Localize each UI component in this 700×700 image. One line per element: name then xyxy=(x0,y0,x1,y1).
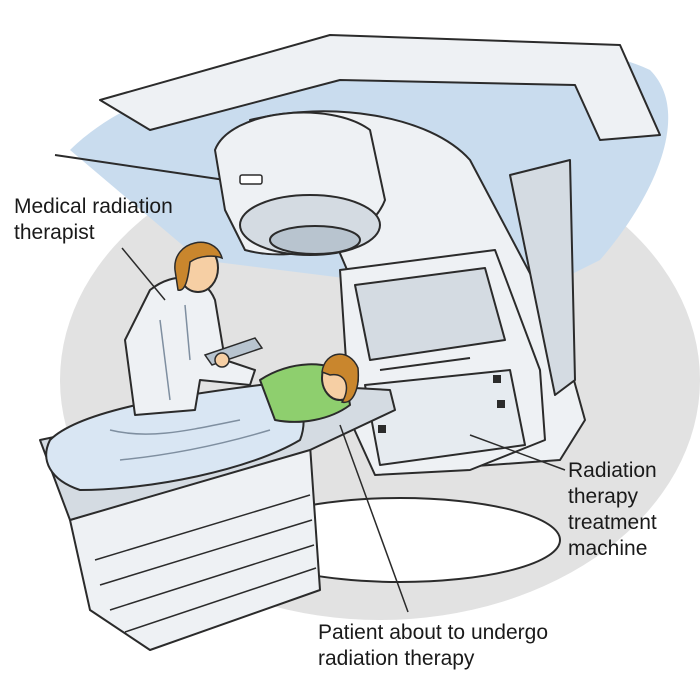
label-machine-line-3: treatment xyxy=(568,511,657,534)
machine-button-2 xyxy=(493,375,501,383)
treatment-head-light xyxy=(239,174,263,185)
machine-button-1 xyxy=(378,425,386,433)
label-machine-line-2: therapy xyxy=(568,485,639,508)
ceiling-cable xyxy=(54,154,226,181)
ceiling-rail xyxy=(99,34,661,141)
therapist-coat xyxy=(124,276,256,416)
label-patient-line-2: radiation therapy xyxy=(318,647,475,670)
label-therapist-line-1: Medical radiation xyxy=(14,195,173,218)
label-patient-about-to-undergo-radiation-therapy: Patient about to undergo radiation thera… xyxy=(318,620,548,672)
leader-line-patient xyxy=(339,424,409,613)
label-radiation-therapy-treatment-machine: Radiation therapy treatment machine xyxy=(568,458,657,562)
machine-cabinet xyxy=(509,159,576,396)
machine-screen-slot xyxy=(379,357,471,371)
leader-line-machine xyxy=(469,434,566,471)
patient-hair xyxy=(321,353,360,404)
label-patient-line-1: Patient about to undergo xyxy=(318,621,549,644)
machine-button-3 xyxy=(497,400,505,408)
therapist-hand xyxy=(214,352,230,368)
treatment-head-lens xyxy=(269,225,361,255)
machine-screen xyxy=(354,267,506,361)
therapist-coat-folds xyxy=(159,304,191,401)
leader-line-therapist xyxy=(121,247,166,301)
label-medical-radiation-therapist: Medical radiation therapist xyxy=(14,194,173,246)
blanket-folds xyxy=(109,419,271,461)
label-therapist-line-2: therapist xyxy=(14,221,95,244)
therapist-hair xyxy=(174,241,224,291)
couch-base-stripes xyxy=(94,494,317,633)
label-machine-line-4: machine xyxy=(568,537,648,560)
label-machine-line-1: Radiation xyxy=(568,459,657,482)
